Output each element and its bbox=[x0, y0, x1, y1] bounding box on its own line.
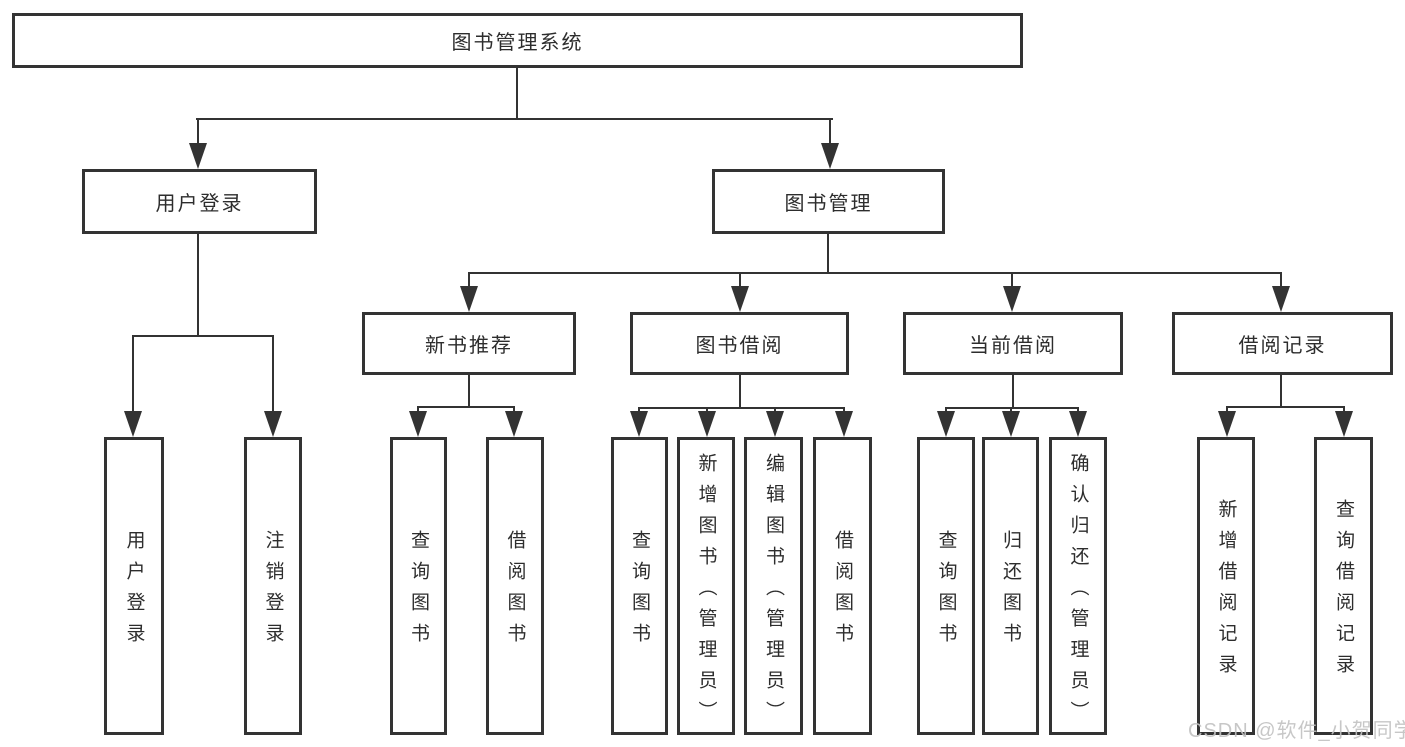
node-current-borrow: 当前借阅 bbox=[903, 312, 1123, 375]
connector-leaf-stem bbox=[1077, 407, 1079, 414]
connector-leaf-stem bbox=[513, 406, 515, 414]
connector-login-stem bbox=[197, 234, 199, 335]
arrowhead-icon bbox=[1335, 411, 1353, 437]
leaf-label: 查询图书 bbox=[935, 530, 957, 654]
node-new-book-recommend: 新书推荐 bbox=[362, 312, 576, 375]
arrowhead-icon bbox=[731, 286, 749, 312]
node-label: 新书推荐 bbox=[425, 335, 513, 357]
arrowhead-icon bbox=[1069, 411, 1087, 437]
connector-root-stem bbox=[516, 68, 518, 118]
leaf-label: 借阅图书 bbox=[504, 530, 526, 654]
connector-branch-stem bbox=[468, 272, 470, 288]
connector-login-arrow-stem bbox=[197, 118, 199, 146]
connector-borrow-hline bbox=[638, 407, 845, 409]
leaf-borrow-add-book-admin: 新增图书（管理员） bbox=[677, 437, 735, 735]
leaf-records-add-record: 新增借阅记录 bbox=[1197, 437, 1255, 735]
leaf-label: 注销登录 bbox=[262, 530, 284, 654]
connector-rec-stem bbox=[468, 375, 470, 406]
leaf-label: 新增图书（管理员） bbox=[695, 452, 717, 732]
arrowhead-icon bbox=[1002, 411, 1020, 437]
connector-leaf-stem bbox=[638, 407, 640, 414]
node-user-login: 用户登录 bbox=[82, 169, 317, 234]
connector-leaf-stem bbox=[132, 335, 134, 415]
leaf-label: 查询图书 bbox=[408, 530, 429, 654]
node-label: 用户登录 bbox=[155, 193, 244, 215]
node-book-borrow: 图书借阅 bbox=[630, 312, 849, 375]
arrowhead-icon bbox=[189, 143, 207, 169]
arrowhead-icon bbox=[937, 411, 955, 437]
leaf-borrow-query-book: 查询图书 bbox=[611, 437, 668, 735]
arrowhead-icon bbox=[630, 411, 648, 437]
connector-level1-hline bbox=[196, 118, 833, 120]
node-book-management: 图书管理 bbox=[712, 169, 945, 234]
node-library-management-system: 图书管理系统 bbox=[12, 13, 1023, 68]
arrowhead-icon bbox=[766, 411, 784, 437]
leaf-records-query-record: 查询借阅记录 bbox=[1314, 437, 1373, 735]
connector-records-hline bbox=[1226, 406, 1345, 408]
connector-leaf-stem bbox=[774, 407, 776, 414]
leaf-user-login: 用户登录 bbox=[104, 437, 164, 735]
leaf-label: 归还图书 bbox=[1000, 530, 1021, 654]
connector-mgmt-stem bbox=[827, 234, 829, 272]
node-label: 图书管理 bbox=[784, 193, 873, 215]
leaf-current-return-book: 归还图书 bbox=[982, 437, 1039, 735]
node-label: 当前借阅 bbox=[969, 335, 1057, 357]
connector-current-hline bbox=[945, 407, 1079, 409]
connector-records-stem bbox=[1280, 375, 1282, 406]
leaf-label: 编辑图书（管理员） bbox=[763, 452, 784, 732]
connector-branch-stem bbox=[739, 272, 741, 288]
arrowhead-icon bbox=[460, 286, 478, 312]
leaf-label: 用户登录 bbox=[123, 530, 145, 654]
arrowhead-icon bbox=[1003, 286, 1021, 312]
connector-leaf-stem bbox=[843, 407, 845, 414]
connector-level3-hline bbox=[468, 272, 1282, 274]
leaf-borrow-borrow-book: 借阅图书 bbox=[813, 437, 872, 735]
connector-branch-stem bbox=[1280, 272, 1282, 288]
leaf-current-query-book: 查询图书 bbox=[917, 437, 975, 735]
connector-mgmt-arrow-stem bbox=[829, 118, 831, 146]
node-label: 借阅记录 bbox=[1238, 335, 1327, 357]
leaf-label: 借阅图书 bbox=[832, 530, 853, 654]
node-label: 图书管理系统 bbox=[451, 32, 584, 54]
connector-leaf-stem bbox=[1226, 406, 1228, 414]
arrowhead-icon bbox=[821, 143, 839, 169]
connector-leaf-stem bbox=[945, 407, 947, 414]
arrowhead-icon bbox=[1272, 286, 1290, 312]
node-label: 图书借阅 bbox=[695, 335, 784, 357]
connector-login-hline bbox=[132, 335, 274, 337]
leaf-label: 查询图书 bbox=[629, 530, 650, 654]
connector-leaf-stem bbox=[417, 406, 419, 414]
leaf-label: 查询借阅记录 bbox=[1333, 499, 1354, 685]
leaf-current-confirm-return-admin: 确认归还（管理员） bbox=[1049, 437, 1107, 735]
connector-leaf-stem bbox=[1343, 406, 1345, 414]
connector-borrow-stem bbox=[739, 375, 741, 407]
connector-rec-hline bbox=[417, 406, 515, 408]
leaf-label: 新增借阅记录 bbox=[1215, 499, 1237, 685]
arrowhead-icon bbox=[124, 411, 142, 437]
leaf-recommend-query-book: 查询图书 bbox=[390, 437, 447, 735]
connector-leaf-stem bbox=[706, 407, 708, 414]
node-borrow-records: 借阅记录 bbox=[1172, 312, 1393, 375]
connector-current-stem bbox=[1012, 375, 1014, 407]
leaf-label: 确认归还（管理员） bbox=[1067, 452, 1089, 732]
csdn-watermark: CSDN @软件_小贺同学 bbox=[1188, 720, 1405, 742]
leaf-borrow-edit-book-admin: 编辑图书（管理员） bbox=[744, 437, 803, 735]
leaf-recommend-borrow-book: 借阅图书 bbox=[486, 437, 544, 735]
connector-branch-stem bbox=[1011, 272, 1013, 288]
arrowhead-icon bbox=[1218, 411, 1236, 437]
arrowhead-icon bbox=[835, 411, 853, 437]
leaf-logout: 注销登录 bbox=[244, 437, 302, 735]
arrowhead-icon bbox=[505, 411, 523, 437]
arrowhead-icon bbox=[264, 411, 282, 437]
connector-leaf-stem bbox=[272, 335, 274, 415]
connector-leaf-stem bbox=[1010, 407, 1012, 414]
arrowhead-icon bbox=[409, 411, 427, 437]
arrowhead-icon bbox=[698, 411, 716, 437]
